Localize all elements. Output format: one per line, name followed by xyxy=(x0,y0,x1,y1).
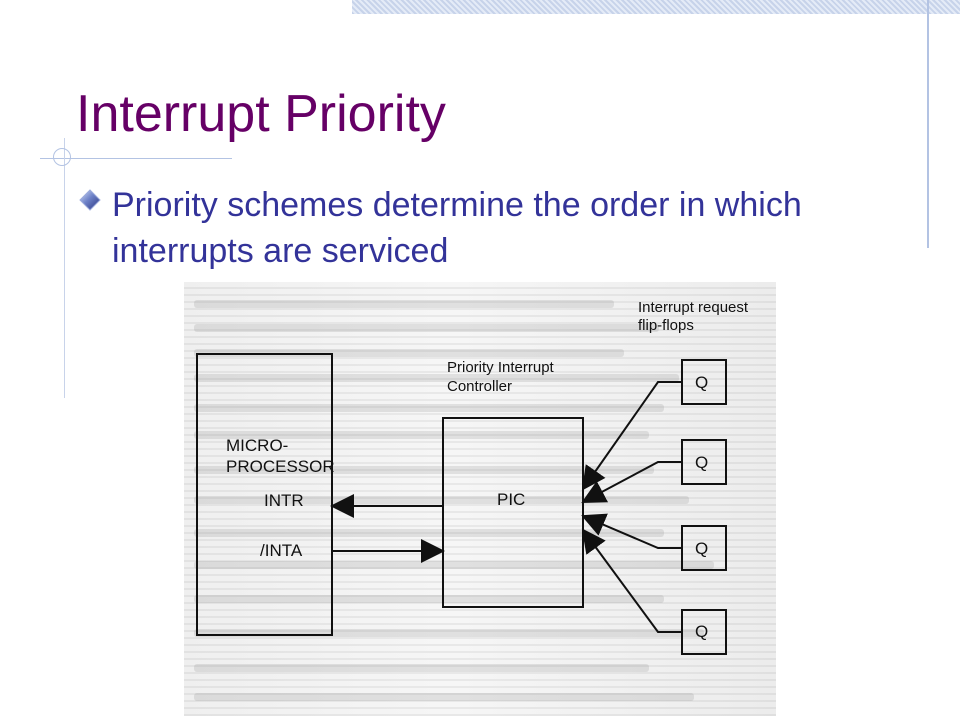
slide-title: Interrupt Priority xyxy=(76,85,446,143)
flip-flop-2-label: Q xyxy=(695,453,708,472)
flip-flop-title-line1: Interrupt request xyxy=(638,299,749,316)
microprocessor-label-line2: PROCESSOR xyxy=(226,457,335,476)
microprocessor-block: MICRO- PROCESSOR INTR /INTA xyxy=(196,353,335,636)
pic-controller-line1: Priority Interrupt xyxy=(447,359,555,376)
flip-flop-4-arrow xyxy=(581,528,682,633)
ghost-text-line xyxy=(194,374,679,382)
flip-flop-connections xyxy=(581,381,682,633)
ghost-text-line xyxy=(194,404,664,412)
decorative-top-band xyxy=(352,0,960,14)
flip-flop-group: Q Q Q Q xyxy=(681,359,727,655)
bullet-text: Priority schemes determine the order in … xyxy=(112,186,802,270)
pic-controller-label: Priority Interrupt Controller xyxy=(447,359,555,395)
microprocessor-label-line1: MICRO- xyxy=(226,436,288,455)
ghost-text-line xyxy=(194,693,694,701)
ghost-text-line xyxy=(194,629,704,637)
ghost-text-line xyxy=(194,595,664,603)
flip-flop-3-arrow xyxy=(581,513,682,549)
decorative-circle-icon xyxy=(53,148,71,166)
ghost-text-line xyxy=(194,300,614,308)
ghost-text-line xyxy=(194,529,664,537)
flip-flop-title: Interrupt request flip-flops xyxy=(638,299,749,334)
pic-controller-line2: Controller xyxy=(447,378,512,395)
ghost-text-line xyxy=(194,431,649,439)
processor-connections xyxy=(330,494,445,563)
pic-label: PIC xyxy=(497,490,525,509)
ghost-text-line xyxy=(194,349,624,357)
diamond-bullet-icon xyxy=(79,189,101,211)
flip-flop-3-label: Q xyxy=(695,539,708,558)
flip-flop-title-line2: flip-flops xyxy=(638,317,694,334)
decorative-right-line xyxy=(927,0,929,248)
flip-flop-1-label: Q xyxy=(695,373,708,392)
priority-interrupt-diagram: Interrupt request flip-flops Priority In… xyxy=(184,282,776,716)
ghost-text-line xyxy=(194,466,654,474)
decorative-title-underline xyxy=(40,158,232,159)
flip-flop-4-label: Q xyxy=(695,622,708,641)
ghost-text-line xyxy=(194,324,659,332)
ghost-text-line xyxy=(194,664,649,672)
pic-box xyxy=(442,417,584,608)
inta-label: /INTA xyxy=(260,541,303,560)
pic-block: PIC xyxy=(442,417,584,608)
ghost-text-line xyxy=(194,561,714,569)
diagram-svg: Interrupt request flip-flops Priority In… xyxy=(196,299,749,655)
flip-flop-1-arrow xyxy=(581,381,682,491)
flip-flop-2-arrow xyxy=(581,461,682,503)
decorative-left-line xyxy=(64,138,65,398)
intr-label: INTR xyxy=(264,491,304,510)
ghost-text-line xyxy=(194,496,689,504)
